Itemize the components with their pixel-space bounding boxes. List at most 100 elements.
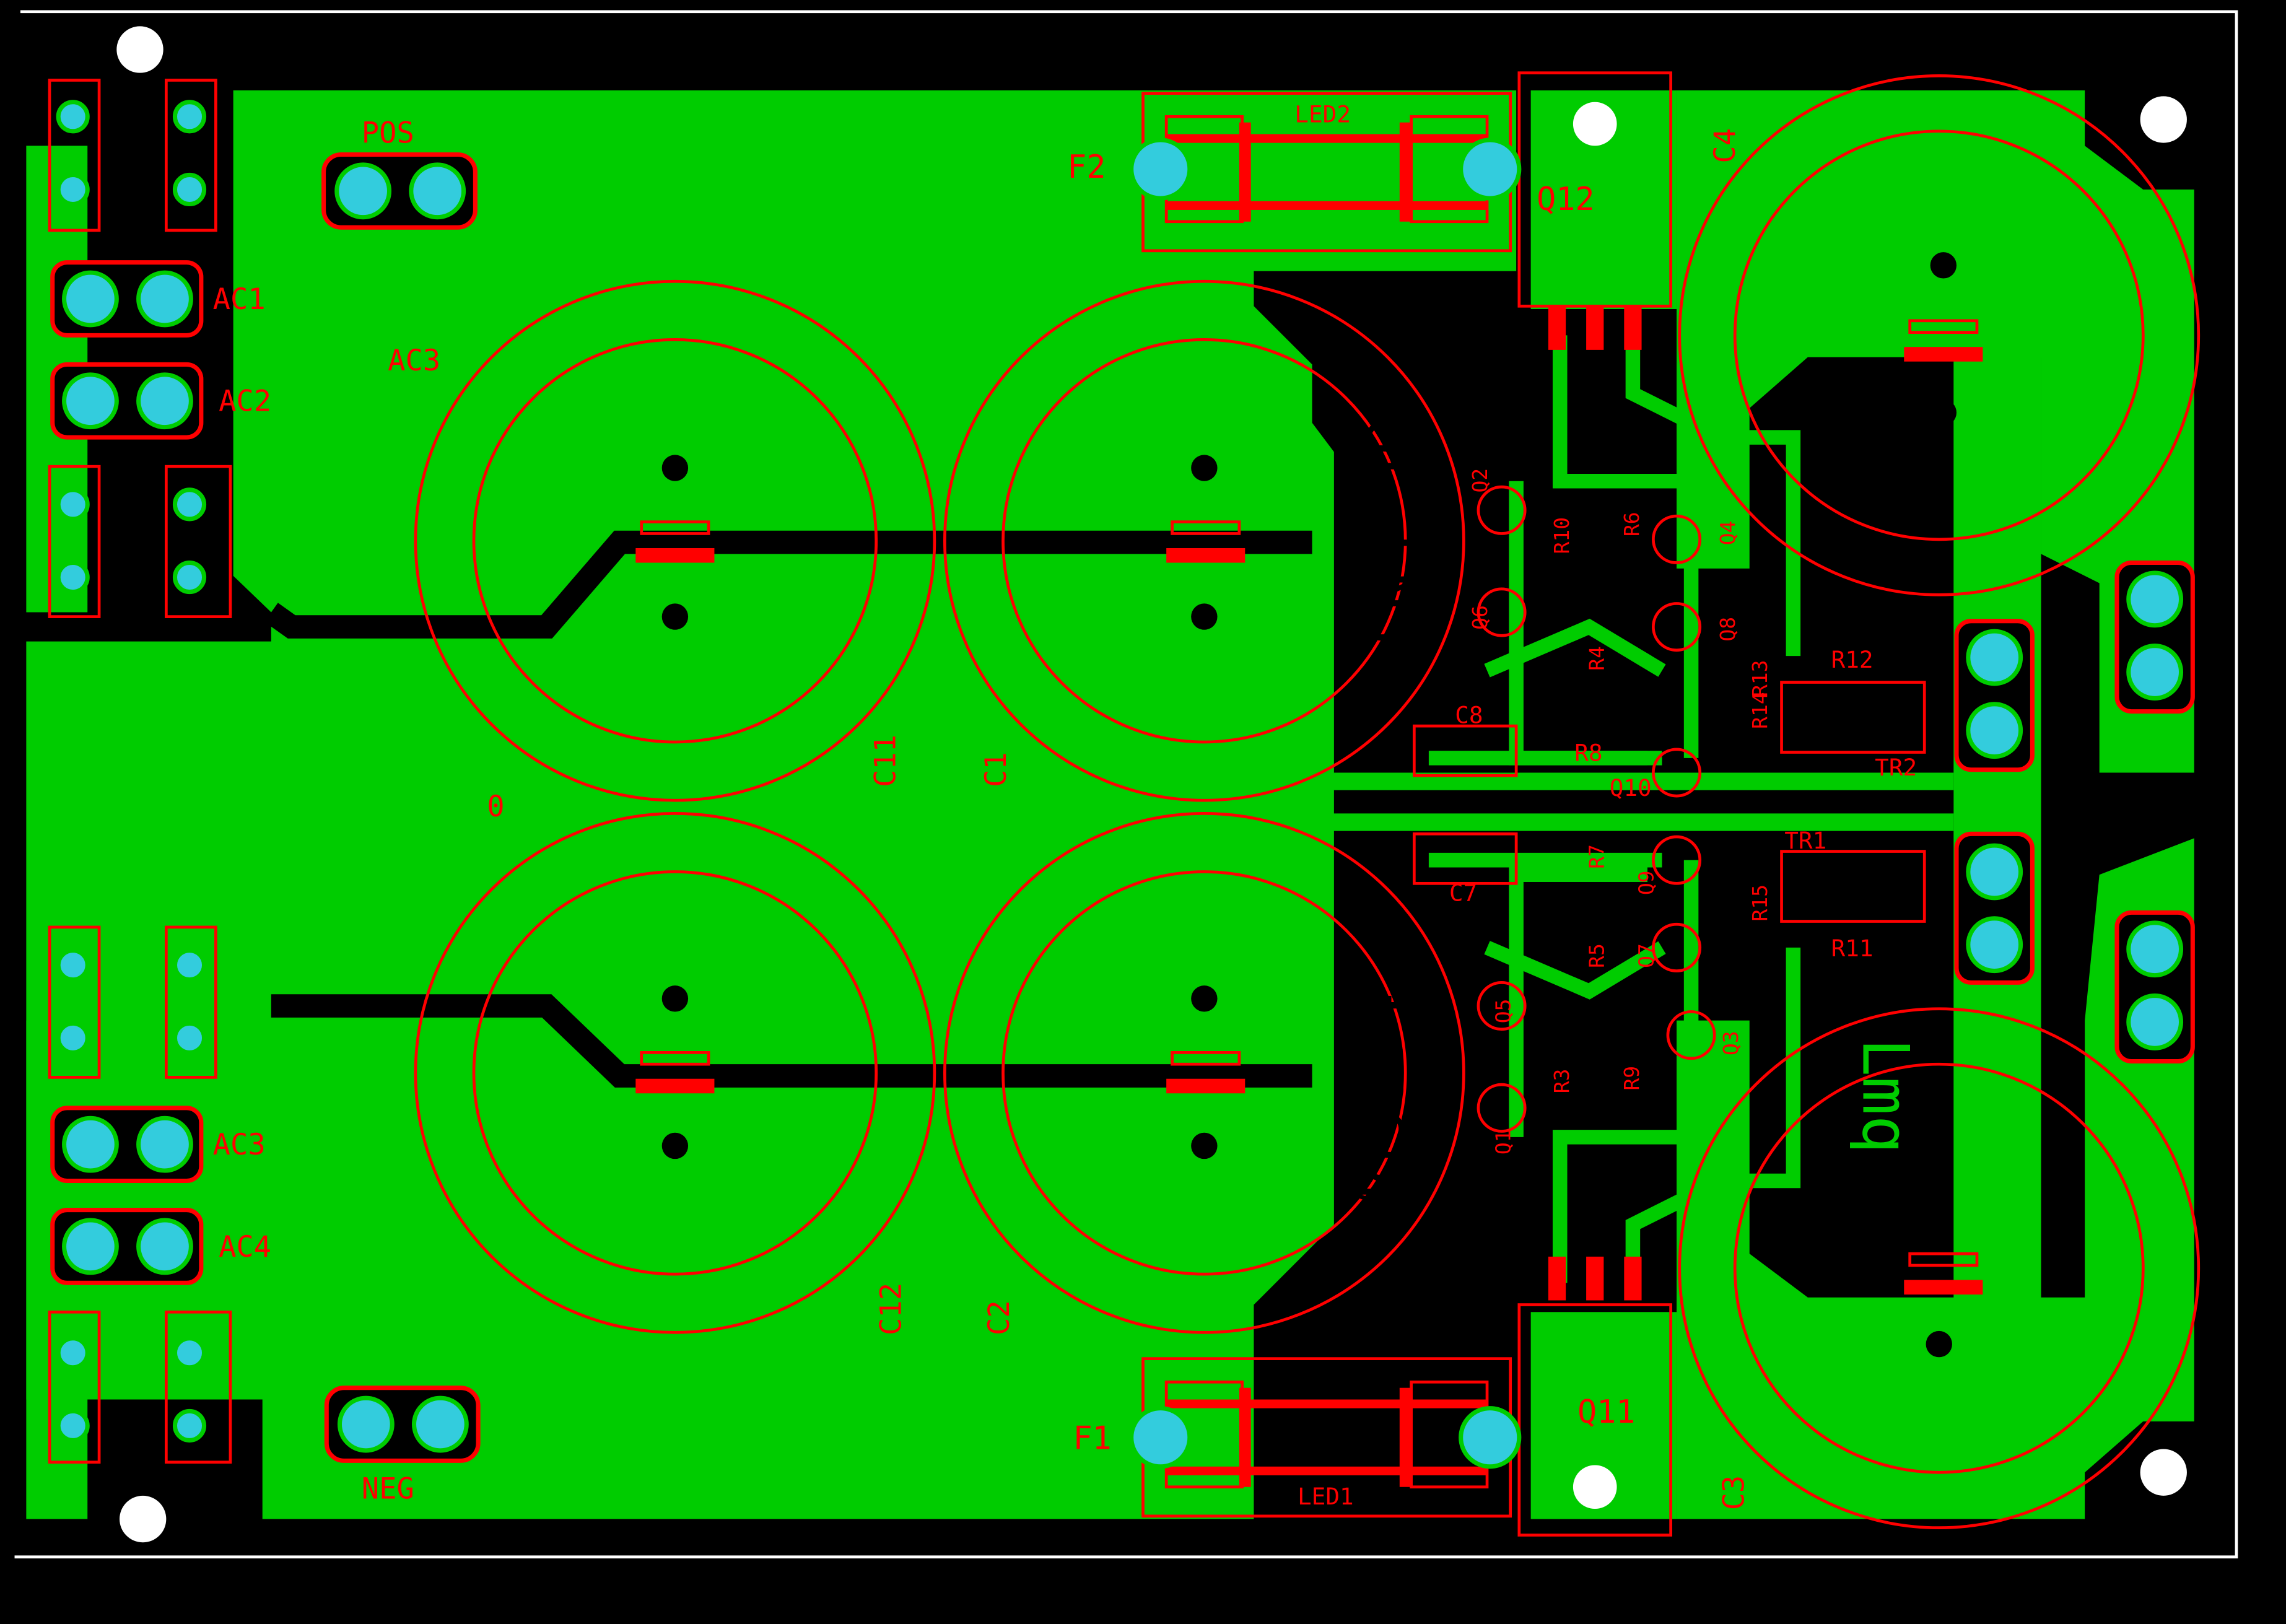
silk-labels: POS NEG AC1 AC2 AC3 AC4 AC3 0 F2 F1 LED2… (213, 101, 1917, 1511)
mounting-holes (116, 26, 2187, 1543)
q1-outline (1477, 1083, 1527, 1133)
label-r3: R3 (1550, 1069, 1574, 1094)
c12-hole-bottom (661, 1132, 689, 1159)
label-neg: NEG (362, 1472, 414, 1506)
pad (172, 172, 207, 207)
c12-minus-bar (640, 1051, 710, 1066)
pad (56, 1408, 90, 1443)
label-c2: C2 (982, 1300, 1016, 1335)
label-pos: POS (362, 116, 414, 151)
rect-bot-a (48, 925, 101, 1079)
pad (334, 162, 392, 220)
c11-plus-bar (635, 548, 715, 563)
label-q12: Q12 (1537, 181, 1595, 218)
pad (2126, 570, 2184, 628)
tr1-outline (1780, 850, 1926, 923)
c11-hole-top (661, 455, 689, 481)
mounting-hole (2140, 96, 2187, 143)
q11-leg-2 (1586, 1256, 1604, 1301)
q12-leg-2 (1586, 306, 1604, 350)
pad (172, 100, 207, 134)
pad (1966, 702, 2023, 759)
label-r7: R7 (1584, 844, 1608, 869)
q4-outline (1652, 514, 1702, 564)
c11-inner (472, 338, 878, 744)
label-f1: F1 (1073, 1420, 1112, 1457)
mounting-hole (1573, 1465, 1617, 1509)
c2-plus-bar (1166, 1078, 1246, 1094)
label-f2: F2 (1067, 149, 1106, 186)
trace-a (1552, 335, 1699, 758)
c1-minus-bar (1171, 520, 1241, 535)
trace-b (1625, 335, 1801, 657)
label-q5: Q5 (1491, 999, 1516, 1024)
mounting-hole (120, 1495, 167, 1543)
pad (172, 1408, 207, 1443)
q12-leg-1 (1548, 306, 1566, 350)
f2-fuse-right (1399, 122, 1411, 222)
c4-minus-bar (1908, 319, 1979, 334)
board-outline (14, 10, 2238, 1559)
label-q10: Q10 (1610, 774, 1652, 801)
c3-hole-top (1926, 1184, 1952, 1210)
pad (2126, 920, 2184, 978)
label-q2: Q2 (1468, 468, 1492, 493)
label-c7: C7 (1449, 880, 1477, 907)
c1-inner (1001, 338, 1407, 744)
trace-e (1552, 860, 1699, 1283)
pad (337, 1395, 395, 1453)
label-q6: Q6 (1468, 605, 1492, 630)
pad (56, 948, 90, 982)
label-r8: R8 (1574, 740, 1602, 767)
c12-inner (472, 870, 878, 1276)
pad (62, 270, 119, 328)
c11-minus-bar (640, 520, 710, 535)
pad (56, 1336, 90, 1370)
copper-text: JUL ENJ Mosof4 Lmq (1343, 379, 1922, 1225)
c7-outline (1412, 832, 1518, 885)
c3-plus-bar (1904, 1280, 1983, 1295)
copper-text-3: Lmq (1848, 1038, 1922, 1154)
pad (411, 1395, 469, 1453)
label-ac3-conn: AC3 (213, 1128, 266, 1162)
label-r14: R14 (1748, 692, 1772, 728)
label-c8: C8 (1455, 701, 1483, 728)
c4-plus-bar (1904, 347, 1983, 362)
trace-i (1484, 618, 1666, 678)
c1-hole-top (1191, 455, 1218, 481)
pad (1966, 629, 2023, 686)
c1-plus-bar (1166, 548, 1246, 563)
label-q4: Q4 (1716, 521, 1740, 546)
copper-text-2: Mosof4 (1343, 993, 1418, 1225)
label-q3: Q3 (1719, 1031, 1743, 1055)
label-r15: R15 (1748, 884, 1772, 921)
rect-bot-b (164, 925, 217, 1079)
pad (62, 1115, 119, 1173)
label-ac2: AC2 (219, 385, 271, 419)
label-r11: R11 (1831, 935, 1874, 962)
pad (172, 1021, 207, 1055)
q11-leg-1 (1548, 1256, 1566, 1301)
label-q1: Q1 (1491, 1130, 1516, 1155)
rect-top-a (48, 79, 101, 232)
label-q7: Q7 (1634, 943, 1658, 968)
c8-outline (1412, 724, 1518, 777)
copper-pour-right-top (1677, 90, 2194, 773)
c2-minus-bar (1171, 1051, 1241, 1066)
c1-hole-bottom (1191, 603, 1218, 630)
q6-outline (1477, 587, 1527, 637)
pad (1129, 138, 1192, 201)
pad (172, 1336, 207, 1370)
pad (62, 1218, 119, 1275)
c2-hole-bottom (1191, 1132, 1218, 1159)
c3-hole-bottom (1926, 1330, 1952, 1358)
rect-bot2-a (48, 1310, 101, 1464)
c2-hole-top (1191, 985, 1218, 1012)
tr2-outline (1780, 681, 1926, 754)
c4-inner (1733, 129, 2145, 541)
label-r13: R13 (1748, 660, 1772, 697)
pad (56, 1021, 90, 1055)
c3-inner (1733, 1062, 2145, 1474)
pad (2126, 993, 2184, 1050)
f1-fuse-left (1239, 1387, 1251, 1487)
